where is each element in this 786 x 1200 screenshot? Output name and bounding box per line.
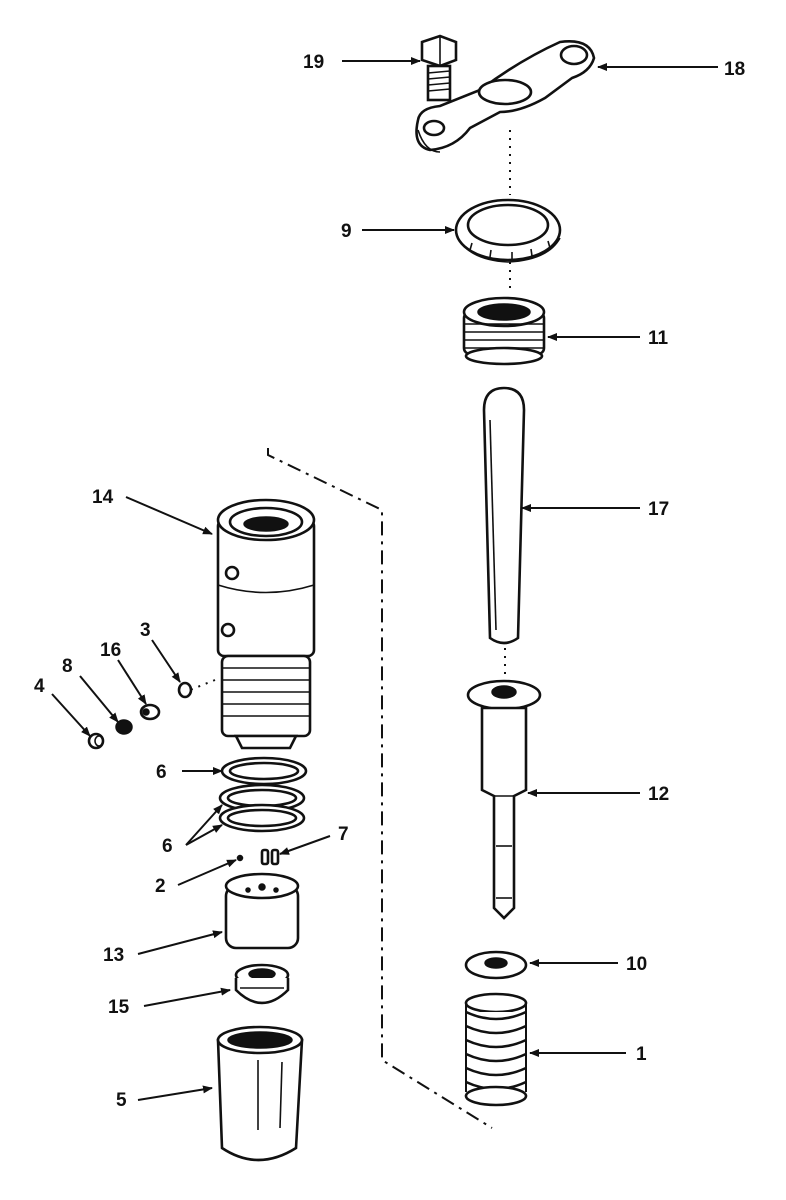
callout-5: 5 xyxy=(116,1090,127,1111)
spring-part xyxy=(464,992,528,1107)
tip-retainer-nut-part xyxy=(216,1025,304,1162)
follower-plunger-part xyxy=(466,679,542,920)
pins-part xyxy=(236,848,280,866)
part-3-ring xyxy=(177,681,193,699)
callout-16: 16 xyxy=(100,640,121,661)
callout-2: 2 xyxy=(155,876,166,897)
clamp-bracket-part xyxy=(415,40,596,153)
callout-15: 15 xyxy=(108,997,130,1018)
callout-3: 3 xyxy=(140,620,151,641)
callout-17: 17 xyxy=(648,499,669,520)
callout-13: 13 xyxy=(103,945,124,966)
o-rings-part xyxy=(218,756,308,833)
callout-9: 9 xyxy=(341,221,352,242)
plunger-rod-part xyxy=(482,386,526,645)
callout-12: 12 xyxy=(648,784,669,805)
spray-tip-holder-part xyxy=(224,872,300,950)
small-parts-cluster xyxy=(87,681,193,750)
callout-6-bottom: 6 xyxy=(162,836,173,857)
callout-1: 1 xyxy=(636,1044,647,1065)
callout-7: 7 xyxy=(338,824,349,845)
callout-11: 11 xyxy=(648,328,669,349)
callout-labels: 19 18 9 11 17 14 3 16 8 4 6 6 7 2 12 13 … xyxy=(34,52,745,1111)
callout-14: 14 xyxy=(92,487,114,508)
callout-8: 8 xyxy=(62,656,73,677)
bolt-part xyxy=(420,34,458,102)
callout-4: 4 xyxy=(34,676,45,697)
callout-19: 19 xyxy=(303,52,324,73)
ring-nut-part xyxy=(454,198,562,263)
callout-6-top: 6 xyxy=(156,762,167,783)
callout-10: 10 xyxy=(626,954,647,975)
injector-body-part xyxy=(216,498,316,750)
washer-part xyxy=(464,950,528,980)
threaded-cap-part xyxy=(462,296,546,366)
callout-18: 18 xyxy=(724,59,745,80)
leader-lines xyxy=(51,57,718,1101)
check-valve-part xyxy=(234,963,290,1005)
